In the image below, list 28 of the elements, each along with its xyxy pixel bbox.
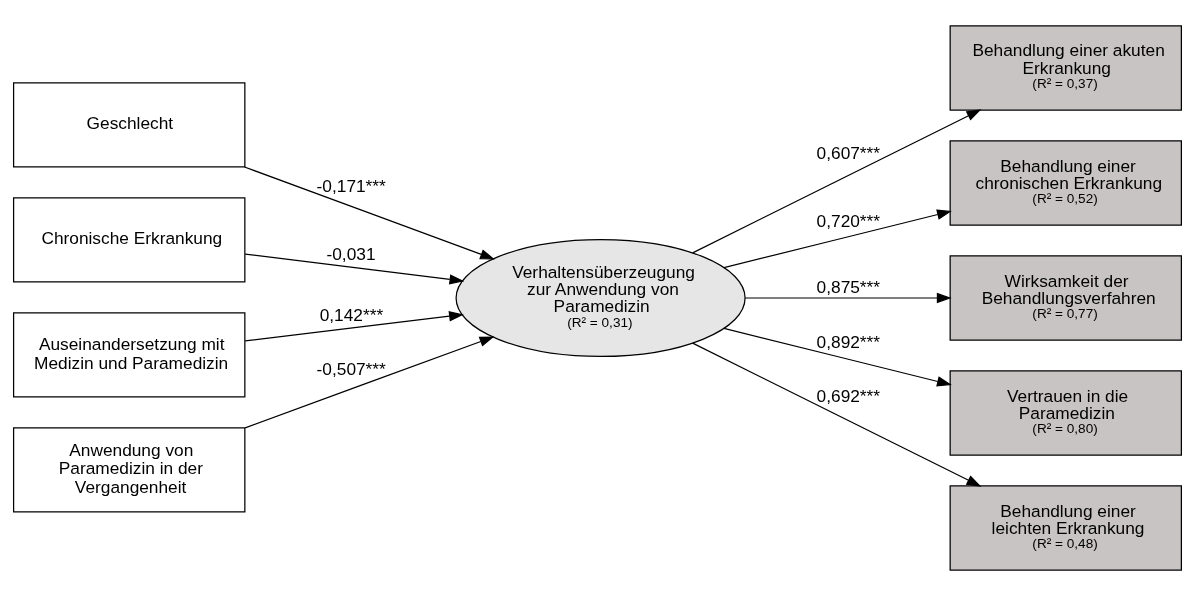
arrow: [244, 253, 465, 285]
node-box: Behandlung einer akuten Erkrankung (R² = 0,37): [949, 24, 1182, 111]
arrow: [723, 327, 952, 386]
node-box: Behandlung einer leichten Erkrankung (R² = 0,48): [949, 484, 1182, 571]
arrow: [723, 209, 952, 268]
edge-label: -0,171***: [316, 175, 386, 196]
node-box: Chronische Erkrankung: [13, 196, 246, 283]
node-box: Geschlecht: [13, 81, 246, 168]
arrow: [244, 310, 464, 342]
edge-label: 0,692***: [816, 385, 881, 406]
arrow: [244, 335, 495, 428]
node-box: Wirksamkeit der Behandlungsverfahren (R² = 0,77): [949, 254, 1182, 341]
node-ellipse: Verhaltensüberzeugung zur Anwendung von Paramedizin (R² = 0,31): [455, 238, 746, 357]
edge-label: 0,875***: [816, 276, 881, 297]
node-box: Behandlung einer chronischen Erkrankung (R² = 0,52): [949, 139, 1182, 226]
node-box: Auseinandersetzung mit Medizin und Paramedizin: [13, 311, 246, 398]
node-box: Vertrauen in die Paramedizin (R² = 0,80): [949, 369, 1182, 456]
arrow: [744, 292, 952, 303]
edge-label: -0,507***: [316, 358, 386, 379]
arrow: [692, 108, 982, 253]
edge-label: 0,142***: [319, 304, 384, 325]
edge-label: 0,607***: [816, 142, 881, 163]
edge-label: 0,892***: [816, 331, 881, 352]
arrow: [243, 165, 495, 259]
edge-label: -0,031: [326, 243, 376, 264]
edge-label: 0,720***: [816, 210, 881, 231]
arrow: [692, 342, 982, 487]
node-box: Anwendung von Paramedizin in der Vergangenheit: [13, 426, 246, 513]
